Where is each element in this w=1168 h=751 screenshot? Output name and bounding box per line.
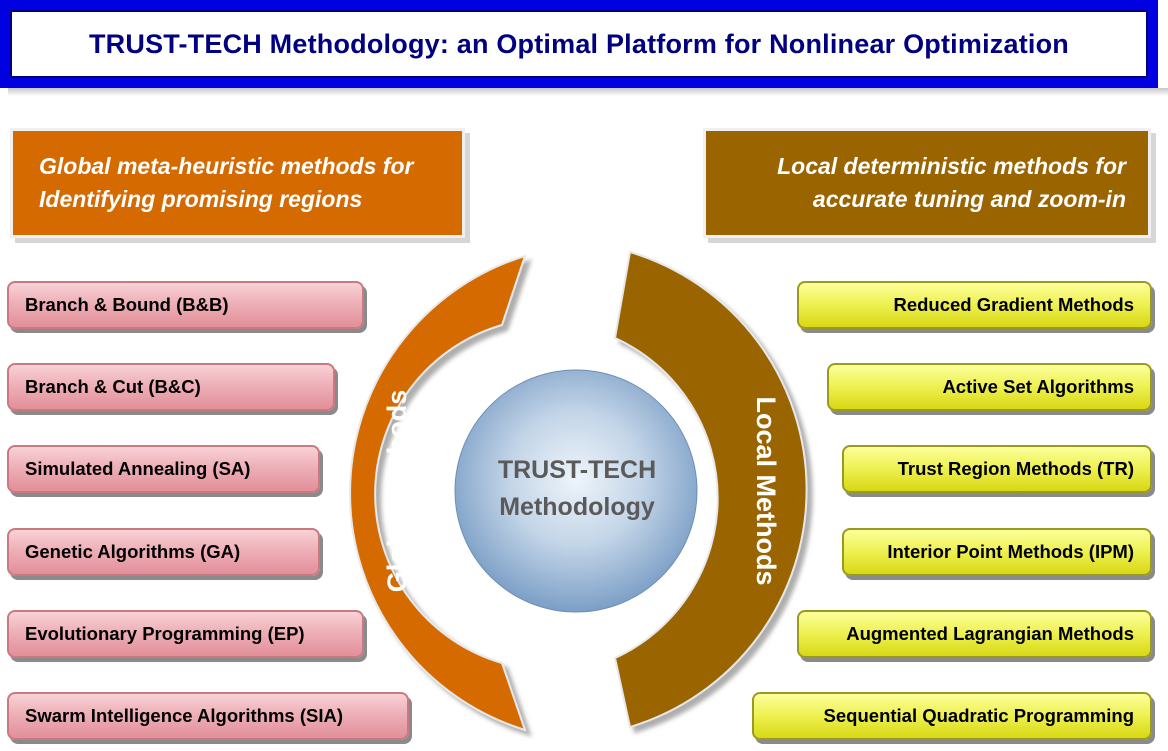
- global-method-item: Branch & Bound (B&B): [7, 281, 364, 329]
- local-method-item: Augmented Lagrangian Methods: [797, 610, 1152, 658]
- local-header-line-2: accurate tuning and zoom-in: [812, 186, 1126, 212]
- center-label-line-1: TRUST-TECH: [498, 456, 656, 484]
- local-header-line-1: Local deterministic methods for: [777, 153, 1126, 179]
- title-banner: TRUST-TECH Methodology: an Optimal Platf…: [0, 0, 1158, 88]
- title-frame: TRUST-TECH Methodology: an Optimal Platf…: [10, 10, 1148, 78]
- global-method-item: Evolutionary Programming (EP): [7, 610, 364, 658]
- local-method-item: Reduced Gradient Methods: [797, 281, 1152, 329]
- global-methods-label: Global Methods: [382, 390, 412, 593]
- global-header-line-2: Identifying promising regions: [39, 186, 363, 212]
- local-method-item: Trust Region Methods (TR): [842, 445, 1152, 493]
- global-method-item: Simulated Annealing (SA): [7, 445, 320, 493]
- global-header-box: Global meta-heuristic methods for Identi…: [10, 128, 465, 238]
- local-method-item: Interior Point Methods (IPM): [842, 528, 1152, 576]
- center-label-line-2: Methodology: [499, 493, 655, 521]
- local-methods-label: Local Methods: [751, 396, 781, 585]
- title-shadow: [8, 88, 1168, 96]
- global-header-line-1: Global meta-heuristic methods for: [39, 153, 414, 179]
- local-method-item: Active Set Algorithms: [827, 363, 1152, 411]
- local-header-box: Local deterministic methods for accurate…: [703, 128, 1151, 238]
- global-method-item: Branch & Cut (B&C): [7, 363, 335, 411]
- center-sphere: [454, 369, 698, 613]
- local-methods-arc: [613, 250, 808, 729]
- global-method-item: Swarm Intelligence Algorithms (SIA): [7, 692, 409, 740]
- global-method-item: Genetic Algorithms (GA): [7, 528, 320, 576]
- local-method-item: Sequential Quadratic Programming: [752, 692, 1152, 740]
- page-title: TRUST-TECH Methodology: an Optimal Platf…: [88, 28, 1069, 59]
- global-methods-arc: [349, 254, 527, 732]
